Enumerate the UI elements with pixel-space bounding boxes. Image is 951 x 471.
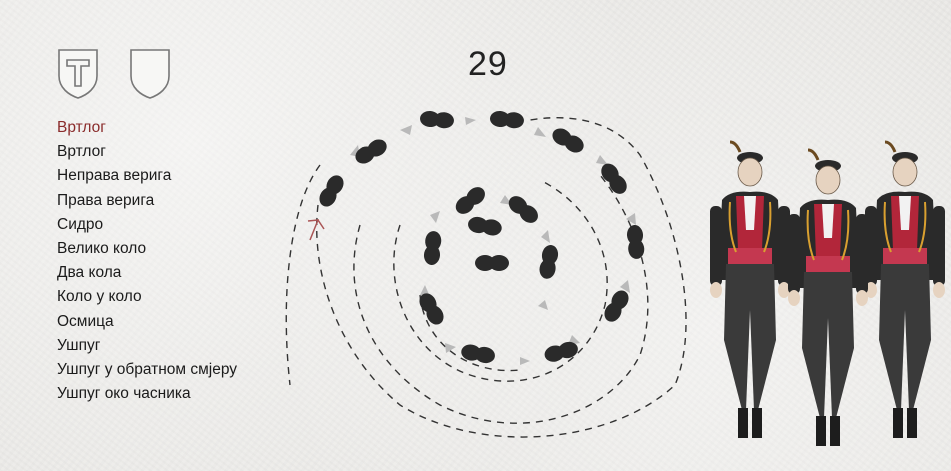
menu-item[interactable]: Велико коло [57,237,237,261]
menu-item[interactable]: Сидро [57,213,237,237]
dashed-path [286,118,686,437]
menu-item[interactable]: Неправа верига [57,164,237,188]
dancer-figure [710,142,790,438]
menu-item[interactable]: Осмица [57,310,237,334]
menu-item[interactable]: Вртлог [57,140,237,164]
direction-arrows [350,117,636,365]
menu-item[interactable]: Права верига [57,189,237,213]
figure-counter: 29 [468,45,508,84]
dancer-figure [788,150,868,446]
menu-item[interactable]: Коло у коло [57,285,237,309]
menu-item[interactable]: Ушпуг око часника [57,382,237,406]
menu-item[interactable]: Два кола [57,261,237,285]
entry-arrow-icon [308,220,324,240]
dancer-markers [316,110,645,364]
menu-item[interactable]: Вртлог [57,116,237,140]
formation-diagram [280,95,700,445]
menu-item[interactable]: Ушпуг у обратном смјеру [57,358,237,382]
blank-shield-icon[interactable] [129,48,171,100]
dancer-figure [865,142,945,438]
t-shield-icon[interactable] [57,48,99,100]
menu-item[interactable]: Ушпуг [57,334,237,358]
dancers-illustration [700,140,951,471]
